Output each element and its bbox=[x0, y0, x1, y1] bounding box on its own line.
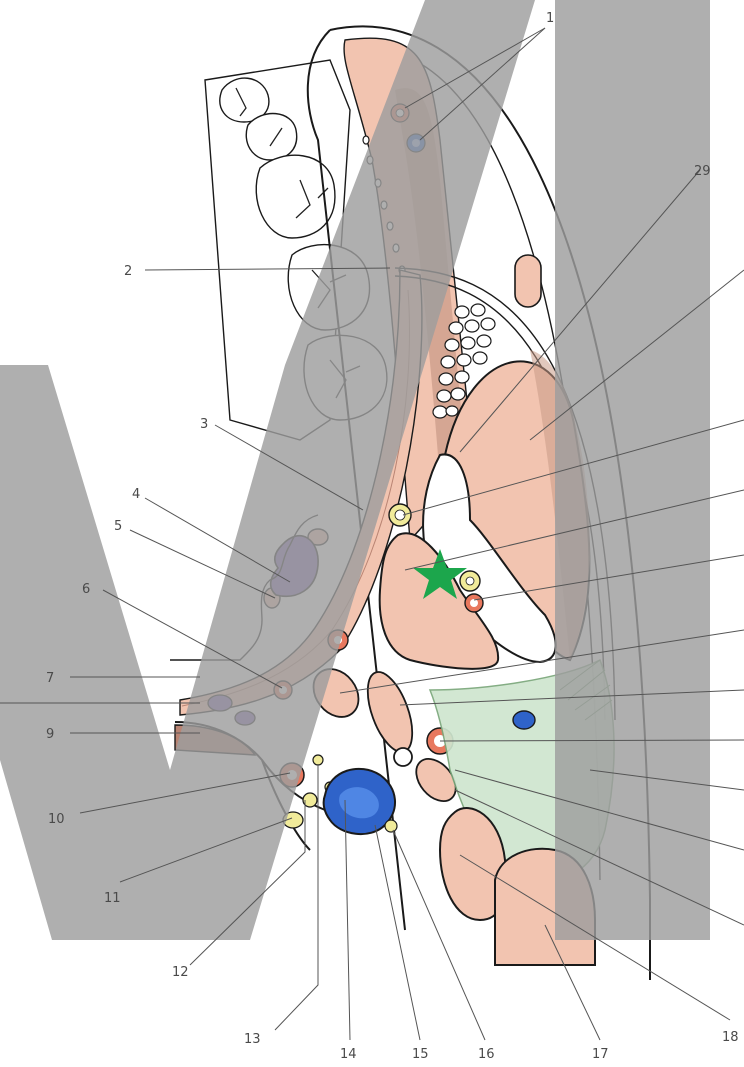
label-11: 11 bbox=[104, 891, 121, 906]
styloid-muscle-2 bbox=[359, 666, 422, 757]
label-3: 3 bbox=[200, 417, 208, 432]
watermark-bar bbox=[555, 0, 710, 940]
tooth-2 bbox=[246, 114, 296, 160]
label-13: 13 bbox=[244, 1032, 261, 1047]
label-17: 17 bbox=[592, 1047, 609, 1062]
retromandibular-vein bbox=[513, 711, 535, 729]
label-9: 9 bbox=[46, 727, 54, 742]
label-29: 29 bbox=[694, 164, 711, 179]
label-1: 1 bbox=[546, 11, 554, 26]
nerve-2-core bbox=[466, 577, 474, 585]
nerve-small bbox=[313, 755, 323, 765]
label-2: 2 bbox=[124, 264, 132, 279]
label-16: 16 bbox=[478, 1047, 495, 1062]
label-18: 18 bbox=[722, 1030, 739, 1045]
label-12: 12 bbox=[172, 965, 189, 980]
label-10: 10 bbox=[48, 812, 65, 827]
artery-maxillary-lumen bbox=[470, 599, 478, 607]
label-14: 14 bbox=[340, 1047, 357, 1062]
tooth-3 bbox=[256, 155, 335, 238]
label-7: 7 bbox=[46, 671, 54, 686]
label-5: 5 bbox=[114, 519, 122, 534]
styloid-process bbox=[394, 748, 412, 766]
label-6: 6 bbox=[82, 582, 90, 597]
small-muscle-ellipse bbox=[515, 255, 541, 307]
label-4: 4 bbox=[132, 487, 140, 502]
label-15: 15 bbox=[412, 1047, 429, 1062]
nerve-16 bbox=[385, 820, 397, 832]
